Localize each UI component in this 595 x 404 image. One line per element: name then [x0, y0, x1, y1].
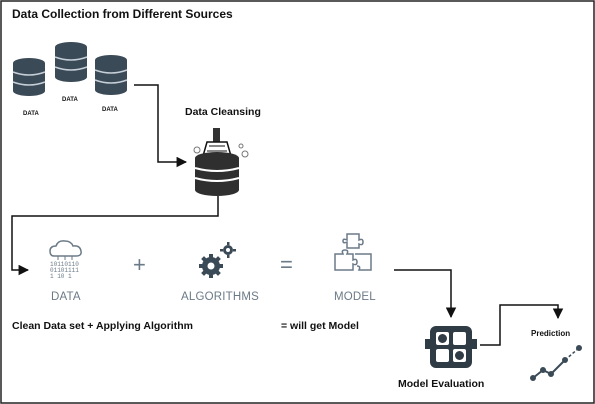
cloud-data-icon: 10110110 01101111 1 10 1	[49, 240, 82, 280]
model-label: MODEL	[334, 291, 376, 303]
caption-left: Clean Data set + Applying Algorithm	[12, 320, 193, 332]
arrow-sources-to-cleansing	[134, 84, 188, 168]
plus-sign: +	[133, 252, 146, 277]
database-icon	[54, 42, 88, 82]
prediction-label: Prediction	[531, 329, 571, 338]
database-icon	[12, 58, 46, 96]
source-label: DATA	[23, 111, 39, 117]
diagram-title: Data Collection from Different Sources	[12, 7, 233, 21]
database-icon	[94, 55, 128, 95]
grid-evaluation-icon	[425, 326, 477, 368]
source-label: DATA	[62, 97, 78, 103]
cleansing-bucket-icon	[193, 128, 249, 196]
arrow-cleansing-to-data	[11, 196, 219, 276]
binary-text-line: 01101111	[50, 267, 79, 274]
caption-right: = will get Model	[281, 320, 359, 332]
binary-text-line: 10110110	[50, 261, 79, 268]
arrow-model-to-evaluation	[394, 269, 457, 319]
data-label: DATA	[51, 291, 81, 303]
binary-text-line: 1 10 1	[50, 273, 72, 280]
source-label: DATA	[102, 107, 118, 113]
trend-line-icon	[530, 345, 582, 381]
equals-sign: =	[280, 252, 293, 277]
gears-icon	[199, 242, 236, 278]
puzzle-icon	[334, 233, 372, 271]
arrow-evaluation-to-prediction	[480, 304, 564, 346]
algorithms-label: ALGORITHMS	[181, 291, 260, 303]
cleansing-label: Data Cleansing	[185, 106, 261, 118]
evaluation-label: Model Evaluation	[398, 378, 485, 390]
